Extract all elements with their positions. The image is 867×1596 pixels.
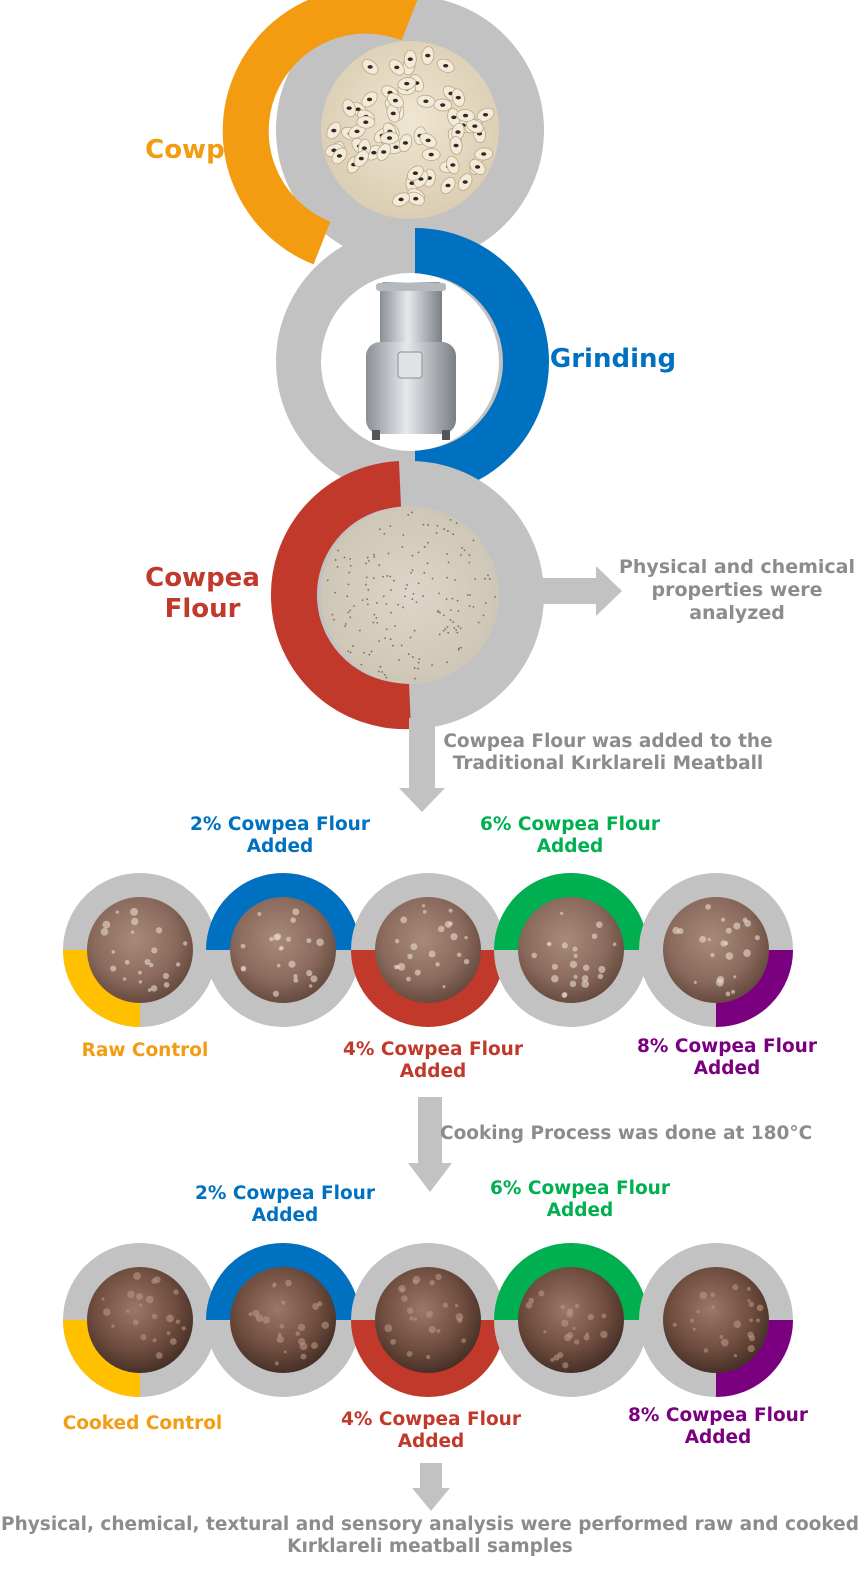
raw-2pct-label: 2% Cowpea Flour Added <box>180 814 380 858</box>
cooked-4pct-label: 4% Cowpea Flour Added <box>331 1409 531 1453</box>
raw_row-meatball-photo-0 <box>87 897 193 1003</box>
cooked-6pct-label: 6% Cowpea Flour Added <box>480 1178 680 1222</box>
grinding-label: Grinding <box>548 344 678 375</box>
raw-2pct-line2: Added <box>180 836 380 858</box>
cooked-4pct-line1: 4% Cowpea Flour <box>331 1409 531 1431</box>
cooked-8pct-label: 8% Cowpea Flour Added <box>618 1405 818 1449</box>
side-arrow <box>540 566 622 616</box>
cooked-8pct-line1: 8% Cowpea Flour <box>618 1405 818 1427</box>
raw-6pct-line1: 6% Cowpea Flour <box>470 814 670 836</box>
cooked-row <box>76 1256 780 1384</box>
raw-4pct-label: 4% Cowpea Flour Added <box>333 1039 533 1083</box>
cooked-4pct-line2: Added <box>331 1431 531 1453</box>
down-arrow-3 <box>412 1463 450 1511</box>
cooked-6pct-line2: Added <box>480 1200 680 1222</box>
raw_row-meatball-photo-4 <box>663 897 769 1003</box>
properties-note: Physical and chemical properties were an… <box>617 556 857 624</box>
transition-2-text: Cooking Process was done at 180°C <box>440 1123 810 1145</box>
cooked_row-meatball-photo-1 <box>230 1267 336 1373</box>
raw-row <box>76 886 780 1014</box>
cowpea-step <box>246 11 521 243</box>
cooked_row-meatball-photo-4 <box>663 1267 769 1373</box>
flour-label-line2: Flour <box>135 594 270 625</box>
properties-note-line1: Physical and chemical <box>617 556 857 579</box>
raw-4pct-line1: 4% Cowpea Flour <box>333 1039 533 1061</box>
flour-label-line1: Cowpea <box>135 563 270 594</box>
transition-1-text: Cowpea Flour was added to the Traditiona… <box>438 731 778 775</box>
conclusion-line1: Physical, chemical, textural and sensory… <box>0 1514 860 1536</box>
raw-6pct-label: 6% Cowpea Flour Added <box>470 814 670 858</box>
flour-step <box>294 484 521 706</box>
raw-2pct-line1: 2% Cowpea Flour <box>180 814 380 836</box>
cooked-6pct-line1: 6% Cowpea Flour <box>480 1178 680 1200</box>
grinding-step <box>299 251 526 473</box>
raw_row-meatball-photo-2 <box>375 897 481 1003</box>
raw-8pct-line2: Added <box>627 1058 827 1080</box>
cooked-2pct-line2: Added <box>185 1205 385 1227</box>
raw-4pct-line2: Added <box>333 1061 533 1083</box>
raw-8pct-label: 8% Cowpea Flour Added <box>627 1036 827 1080</box>
flour-photo <box>321 506 499 684</box>
raw-6pct-line2: Added <box>470 836 670 858</box>
conclusion-text: Physical, chemical, textural and sensory… <box>0 1514 860 1558</box>
transition-1-line1: Cowpea Flour was added to the <box>438 731 778 753</box>
properties-note-line2: properties were <box>617 579 857 602</box>
cooked-2pct-line1: 2% Cowpea Flour <box>185 1183 385 1205</box>
cowpea-label: Cowpea <box>140 135 265 166</box>
cooked_row-meatball-photo-3 <box>518 1267 624 1373</box>
transition-1-line2: Traditional Kırklareli Meatball <box>438 753 778 775</box>
cooked-8pct-line2: Added <box>618 1427 818 1449</box>
conclusion-line2: Kırklareli meatball samples <box>0 1536 860 1558</box>
cooked-control-label: Cooked Control <box>50 1413 235 1435</box>
raw-control-label: Raw Control <box>70 1040 220 1062</box>
raw-8pct-line1: 8% Cowpea Flour <box>627 1036 827 1058</box>
raw_row-meatball-photo-1 <box>230 897 336 1003</box>
raw_row-meatball-photo-3 <box>518 897 624 1003</box>
cooked-2pct-label: 2% Cowpea Flour Added <box>185 1183 385 1227</box>
properties-note-line3: analyzed <box>617 602 857 625</box>
flour-label: Cowpea Flour <box>135 563 270 625</box>
